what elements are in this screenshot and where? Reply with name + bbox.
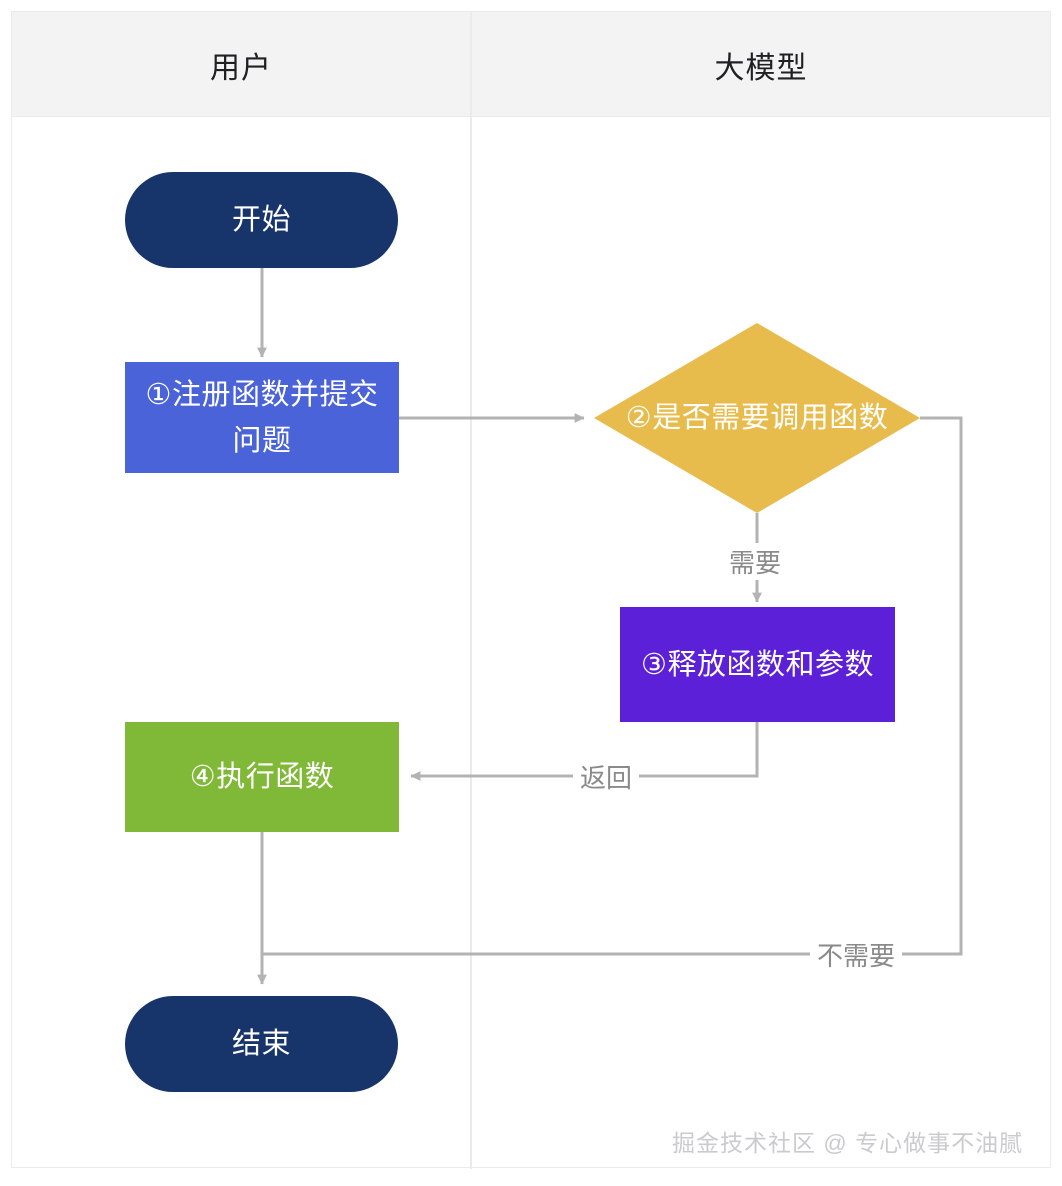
swimlane-header-row: 用户 大模型	[12, 12, 1050, 117]
watermark-text: 掘金技术社区 @ 专心做事不油腻	[672, 1130, 1024, 1156]
node-end[interactable]: 结束	[125, 996, 398, 1092]
node-decision-need-function-call[interactable]: ②是否需要调用函数	[594, 323, 920, 513]
node-execute-function[interactable]: ④执行函数	[125, 722, 399, 832]
edge-label-return: 返回	[573, 758, 640, 795]
swimlane-header-model: 大模型	[714, 51, 808, 85]
node-decision-label: ②是否需要调用函数	[625, 402, 889, 434]
node-start[interactable]: 开始	[125, 172, 398, 268]
node-register-function[interactable]: ①注册函数并提交问题	[125, 362, 399, 473]
swimlane-header-user: 用户	[210, 51, 272, 85]
swimlane-divider	[470, 12, 472, 1169]
edge-label-need: 需要	[722, 543, 789, 580]
edge-label-not-need: 不需要	[810, 936, 903, 973]
node-release-function-and-params[interactable]: ③释放函数和参数	[620, 607, 895, 722]
